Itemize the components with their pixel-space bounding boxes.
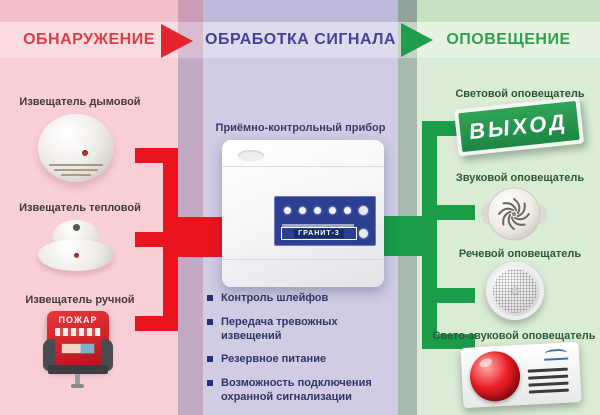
logo-arc	[544, 348, 568, 358]
red-connector-stub-heat	[135, 232, 165, 247]
stage-title-detection: ОБНАРУЖЕНИЕ	[23, 31, 155, 48]
flow-arrow-right-icon	[401, 23, 433, 57]
divider-strip-left	[178, 0, 203, 415]
divider-strip-right-top	[398, 0, 417, 22]
panel-led	[299, 207, 306, 214]
sounder-slot	[528, 388, 569, 394]
panel-led	[344, 207, 351, 214]
manual-call-point-stem	[75, 374, 80, 384]
manual-call-point-image: ПОЖАР	[43, 311, 113, 391]
panel-indicator	[359, 206, 368, 215]
list-item: Резервное питание	[207, 353, 397, 367]
control-panel-seam	[222, 166, 384, 167]
voice-annunciator-label: Речевой оповещатель	[458, 248, 582, 260]
sounder-slot	[528, 381, 569, 387]
smoke-detector-image	[38, 114, 114, 182]
green-connector-stub-voice	[430, 288, 475, 303]
sound-annunciator-label: Звуковой оповещатель	[455, 172, 585, 184]
list-item: Передача тревожных извещений	[207, 316, 397, 344]
smoke-detector-vent	[49, 164, 103, 166]
panel-indicator	[359, 229, 368, 238]
manual-call-point-side	[101, 339, 113, 371]
control-panel-seam	[222, 259, 384, 260]
heat-detector-label: Извещатель тепловой	[19, 202, 141, 214]
heat-detector-sensor	[73, 224, 80, 231]
green-connector-stub-sound	[430, 205, 475, 220]
voice-annunciator-image	[486, 262, 544, 320]
processing-header-band	[203, 22, 398, 58]
speaker-center-screw	[512, 288, 518, 294]
bullet-square-icon	[207, 295, 213, 301]
sounder-slots	[527, 367, 569, 398]
detection-top-band	[0, 0, 178, 22]
light-sound-annunciator-label: Свето-звуковой оповещатель	[432, 330, 596, 342]
green-connector-stub-lightsound	[430, 334, 475, 349]
panel-led	[314, 207, 321, 214]
control-panel-indent	[238, 150, 264, 161]
stage-title-processing: ОБРАБОТКА СИГНАЛА	[205, 31, 396, 48]
bullet-square-icon	[207, 318, 213, 325]
smoke-detector-vent	[54, 169, 98, 171]
sounder-slot	[528, 374, 569, 380]
heat-detector-image	[38, 220, 114, 272]
manual-call-point-body: ПОЖАР	[47, 311, 109, 369]
manual-call-point-side	[43, 339, 55, 371]
stage-title-notification: ОПОВЕЩЕНИЕ	[446, 31, 571, 48]
bullet-square-icon	[207, 356, 213, 363]
feature-text: Резервное питание	[221, 353, 327, 366]
feature-text: Передача тревожных извещений	[221, 315, 338, 342]
exit-sign-face: ВЫХОД	[458, 100, 580, 153]
processing-top-band	[203, 0, 398, 22]
exit-sign-text: ВЫХОД	[469, 108, 569, 144]
panel-fine-print	[282, 224, 354, 227]
logo-line	[544, 357, 569, 361]
sounder-slot	[527, 367, 568, 373]
sounder-icon	[481, 187, 547, 241]
control-panel-image: ГРАНИТ-3	[222, 140, 384, 287]
light-sound-annunciator-image	[460, 341, 582, 409]
smoke-detector-label: Извещатель дымовой	[19, 96, 141, 108]
notification-header-band	[417, 22, 600, 58]
detection-header-band	[0, 22, 178, 58]
control-panel-faceplate: ГРАНИТ-3	[274, 196, 376, 246]
feature-text: Контроль шлейфов	[221, 292, 329, 304]
panel-model-plate: ГРАНИТ-3	[281, 227, 357, 240]
heat-detector-led	[74, 253, 79, 258]
list-item: Контроль шлейфов	[207, 292, 397, 306]
smoke-detector-vent	[61, 174, 91, 176]
feature-text: Возможность подключения охранной сигнали…	[221, 377, 372, 403]
divider-strip-left-top	[178, 0, 203, 22]
control-panel-label: Приёмно-контрольный прибор	[215, 122, 386, 134]
manual-call-point-stripe	[55, 328, 101, 336]
panel-model-text: ГРАНИТ-3	[294, 229, 344, 238]
red-strobe-dome	[468, 350, 522, 403]
green-connector-vertical-bus	[422, 121, 437, 349]
manual-call-point-key	[71, 384, 84, 388]
control-panel-led-row	[284, 207, 366, 214]
manual-call-point-stickers	[61, 343, 95, 354]
light-annunciator-label: Световой оповещатель	[455, 88, 585, 100]
smoke-detector-led	[82, 150, 88, 156]
prisma-logo	[543, 348, 570, 362]
bullet-square-icon	[207, 380, 213, 386]
manual-call-point-base	[48, 365, 108, 374]
fire-text: ПОЖАР	[58, 315, 98, 325]
manual-call-point-label: Извещатель ручной	[25, 294, 135, 306]
notification-top-band	[417, 0, 600, 22]
panel-led	[329, 207, 336, 214]
red-connector-stub-manual	[135, 316, 178, 331]
panel-led	[284, 207, 291, 214]
panel-features-list: Контроль шлейфов Передача тревожных изве…	[207, 292, 397, 415]
flow-arrow-right-icon	[161, 24, 193, 58]
sound-annunciator-image	[481, 186, 547, 242]
list-item: Возможность подключения охранной сигнали…	[207, 377, 397, 405]
divider-strip-right	[398, 0, 417, 415]
